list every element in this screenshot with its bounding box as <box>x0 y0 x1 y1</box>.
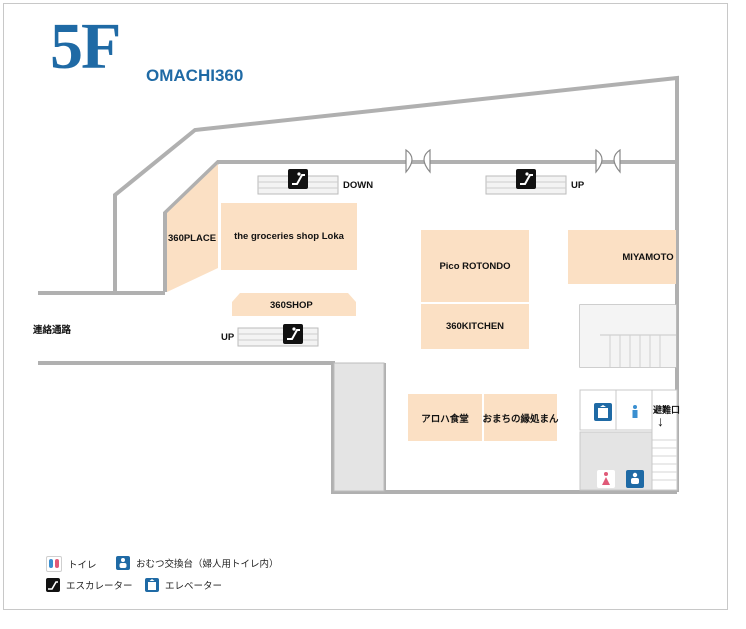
legend-toilet: トイレ <box>46 556 97 572</box>
escalator-icon <box>288 169 308 189</box>
corridor-label: 連絡通路 <box>33 325 72 336</box>
shop-shape-360place <box>167 164 218 292</box>
shop-miyamoto[interactable]: MIYAMOTO <box>568 230 676 284</box>
escalator-up-body-2 <box>237 327 319 347</box>
shop-aloha-label: アロハ食堂 <box>421 413 469 425</box>
shop-omachi[interactable]: おまちの縁処まん <box>482 394 559 441</box>
stairs-lower <box>651 389 678 491</box>
shop-loka[interactable]: the groceries shop Loka <box>221 203 357 270</box>
diaper-icon <box>116 556 130 570</box>
escalator-icon <box>516 169 536 189</box>
arrow-down-icon: ↓ <box>657 413 664 429</box>
elevator-icon <box>594 403 612 421</box>
shop-loka-label: the groceries shop Loka <box>234 231 344 242</box>
shop-pico-rotondo[interactable]: Pico ROTONDO <box>421 230 529 302</box>
shop-aloha[interactable]: アロハ食堂 <box>408 394 482 441</box>
legend-diaper: おむつ交換台（婦人用トイレ内） <box>116 556 279 570</box>
toilet-icon <box>597 470 615 488</box>
map-frame <box>3 3 728 610</box>
inner-wall <box>163 160 677 292</box>
shop-360shop[interactable]: 360SHOP <box>270 300 313 311</box>
escalator-icon <box>46 578 60 592</box>
grey-block <box>333 362 385 492</box>
legend-elevator-label: エレベーター <box>165 581 223 592</box>
shop-360place[interactable]: 360PLACE <box>168 233 217 244</box>
floor-number: 5F <box>50 10 121 83</box>
diaper-icon <box>626 470 644 488</box>
door-2 <box>595 148 621 174</box>
escalator-up-label: UP <box>571 180 585 191</box>
shop-360kitchen-label: 360KITCHEN <box>445 321 505 332</box>
stairs-upper <box>579 304 677 368</box>
room-toilet <box>615 389 653 431</box>
shop-shape-360shop <box>232 293 356 316</box>
shop-omachi-label: おまちの縁処まん <box>482 413 559 425</box>
shop-miyamoto-label: MIYAMOTO <box>622 251 674 263</box>
outer-wall-north <box>113 75 679 492</box>
escalator-down-label: DOWN <box>343 180 374 191</box>
door-1 <box>405 148 431 174</box>
corridor-wall-bottom <box>38 361 677 494</box>
legend-escalator-label: エスカレーター <box>66 581 133 592</box>
toilet-icon <box>46 556 62 572</box>
elevator-icon <box>145 578 159 592</box>
evacuation-label: 避難口 <box>653 405 681 415</box>
toilet-icon <box>626 403 644 421</box>
legend-escalator: エスカレーター <box>46 578 133 592</box>
legend-diaper-label: おむつ交換台（婦人用トイレ内） <box>136 559 279 570</box>
escalator-icon <box>283 324 303 344</box>
legend-toilet-label: トイレ <box>68 560 97 571</box>
legend-elevator: エレベーター <box>145 578 222 592</box>
building-name: OMACHI360 <box>146 66 244 85</box>
shop-360kitchen[interactable]: 360KITCHEN <box>421 304 529 349</box>
escalator-up-label-2: UP <box>221 332 235 343</box>
shop-pico-rotondo-label: Pico ROTONDO <box>439 260 511 272</box>
